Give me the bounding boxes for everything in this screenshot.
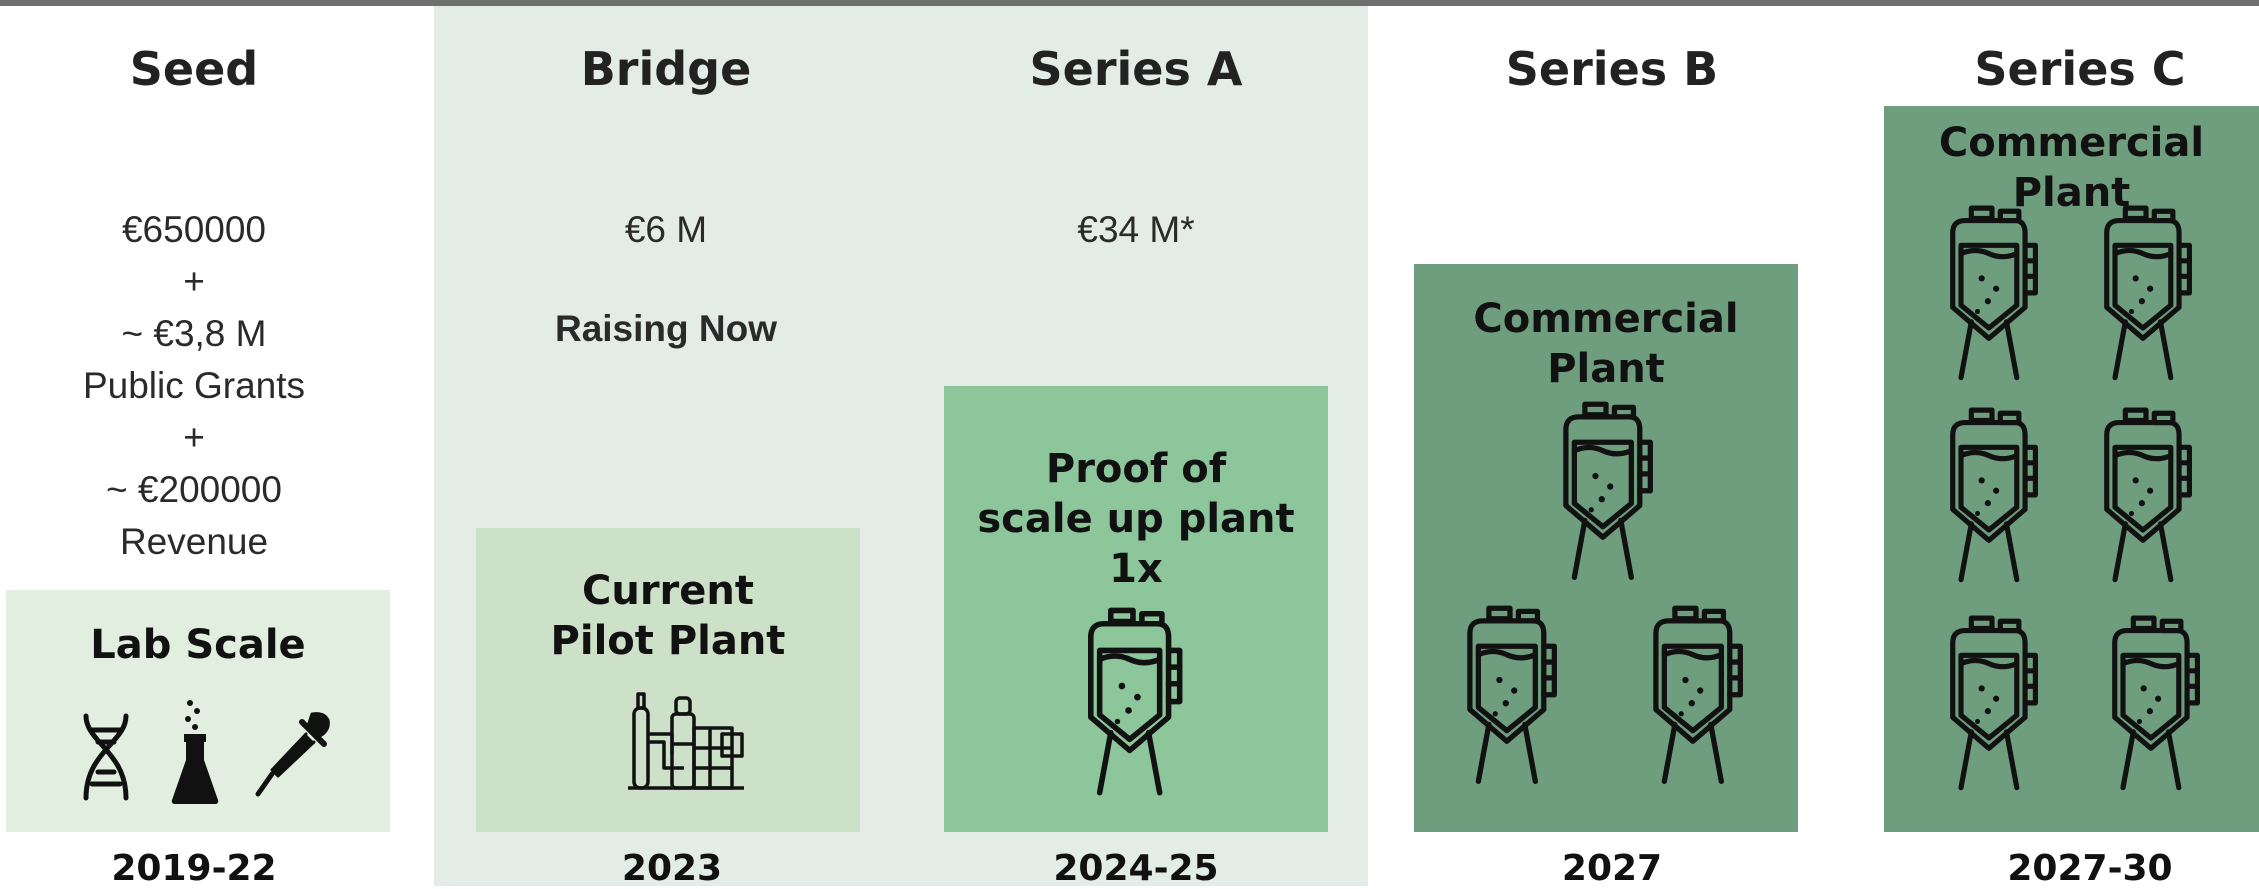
reactor-tank-icon <box>2090 204 2202 390</box>
seed-line: Revenue <box>119 521 269 562</box>
current-pilot-plant-box: Current Pilot Plant <box>476 528 860 832</box>
scale-up-title-line-1: Proof of <box>1045 446 1227 492</box>
top-image-strip <box>0 0 2259 6</box>
seed-year: 2019-22 <box>111 848 277 889</box>
series-b-plant-title-line-2: Plant <box>1547 346 1665 392</box>
series-b-commercial-plant-box: Commercial Plant <box>1414 264 1798 832</box>
reactor-tank-icon <box>1936 204 2048 390</box>
reactor-tank-icon <box>1936 406 2048 592</box>
seed-line: + <box>183 261 205 302</box>
series-c-plant-title-line-2: Plant <box>2012 170 2131 216</box>
reactor-tank-icon <box>1454 604 1566 794</box>
series-b-year: 2027 <box>1561 848 1663 889</box>
reactor-tank-icon <box>1936 614 2048 800</box>
series-a-amount: €34 M* <box>1077 209 1195 250</box>
seed-title: Seed <box>129 42 259 96</box>
series-b-title: Series B <box>1505 42 1719 96</box>
series-c-plant-title-line-1: Commercial <box>1938 120 2205 166</box>
reactor-tank-icon <box>1640 604 1752 794</box>
bridge-title: Bridge <box>580 42 752 96</box>
reactor-tank-icon <box>1074 606 1192 806</box>
series-c-commercial-plant-box: Commercial Plant <box>1884 106 2259 832</box>
bridge-year: 2023 <box>621 848 723 889</box>
series-a-year: 2024-25 <box>1053 848 1219 889</box>
pilot-plant-title-line-1: Current <box>581 568 754 614</box>
bridge-amount: €6 M <box>624 209 708 250</box>
reactor-tank-icon <box>2090 406 2202 592</box>
seed-line: ~ €200000 <box>106 469 282 510</box>
seed-line: ~ €3,8 M <box>121 313 267 354</box>
series-c-year: 2027-30 <box>2007 848 2173 889</box>
seed-line: + <box>183 417 205 458</box>
seed-funding-breakdown: €650000 + ~ €3,8 M Public Grants + ~ €20… <box>30 204 358 568</box>
flask-icon <box>171 700 219 804</box>
scale-up-title-line-2: scale up plant 1x <box>977 496 1295 592</box>
raising-now-status: Raising Now <box>554 308 778 349</box>
lab-scale-title: Lab Scale <box>90 622 306 668</box>
dna-icon <box>83 713 129 801</box>
series-a-title: Series A <box>1029 42 1243 96</box>
proof-of-scale-up-box: Proof of scale up plant 1x <box>944 386 1328 832</box>
lab-scale-box: Lab Scale <box>6 590 390 832</box>
reactor-tank-icon <box>2098 614 2210 800</box>
pipette-icon <box>255 712 330 797</box>
reactor-tank-icon <box>1550 400 1662 590</box>
series-b-plant-title-line-1: Commercial <box>1473 296 1739 342</box>
series-c-title: Series C <box>1974 42 2186 96</box>
pilot-plant-icon <box>628 692 744 790</box>
seed-line: Public Grants <box>82 365 306 406</box>
seed-line: €650000 <box>121 209 267 250</box>
pilot-plant-title-line-2: Pilot Plant <box>550 618 786 664</box>
